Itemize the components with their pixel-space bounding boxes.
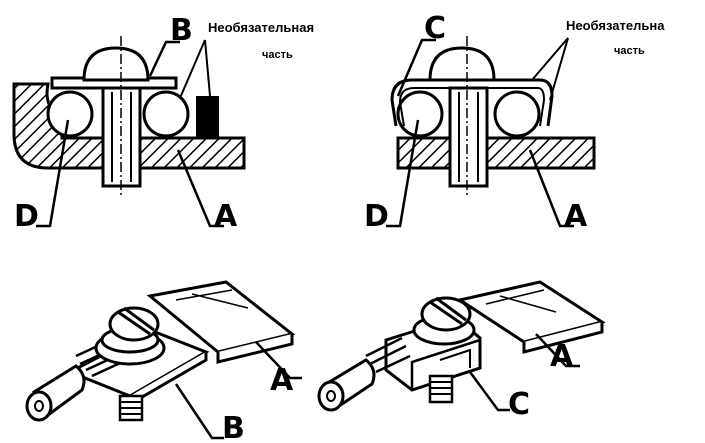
label-a: A [214, 199, 238, 234]
optional-part-note-line2: часть [614, 45, 645, 57]
label-c: C [508, 387, 530, 422]
leader-optional-2 [204, 39, 211, 97]
screw-thread [428, 374, 454, 404]
optional-part-note-line1: Необязательна [566, 18, 665, 33]
leader-a [528, 149, 574, 228]
label-a: A [550, 339, 574, 374]
section-view-with-clamp-c: C D A Необязательна часть [364, 11, 665, 234]
leader-d [386, 119, 420, 228]
base-plate-a [12, 82, 246, 170]
leader-c [396, 38, 436, 97]
label-c: C [424, 11, 446, 46]
leader-a [535, 333, 580, 368]
leader-a [176, 149, 224, 228]
leader-optional-1 [179, 39, 206, 99]
leader-optional-1 [531, 37, 569, 81]
leader-d [36, 119, 70, 228]
label-a: A [564, 199, 588, 234]
leader-b [148, 40, 180, 77]
screw-head [428, 46, 496, 82]
label-b: B [170, 13, 193, 48]
label-d: D [14, 199, 39, 234]
section-view-with-plate-b: B D A Необязательная часть [12, 13, 314, 234]
screw-thread [118, 394, 144, 422]
cable-d-left [396, 90, 444, 138]
isometric-view-with-plate-b: A B [25, 280, 302, 443]
base-plate-a [396, 136, 596, 170]
optional-part-block [196, 96, 219, 138]
cable-d-right [142, 90, 190, 138]
screw-head [82, 46, 150, 82]
leader-optional-2 [549, 37, 569, 101]
leader-c [468, 371, 510, 412]
label-d: D [364, 199, 389, 234]
label-b: B [222, 411, 245, 443]
label-a: A [270, 363, 294, 398]
cable-d-left [46, 90, 94, 138]
isometric-view-with-clamp-c: A C [317, 280, 606, 422]
optional-part-note-line2: часть [262, 49, 293, 61]
leader-a [255, 341, 302, 380]
screw-shank [448, 86, 489, 188]
leader-b [174, 383, 224, 440]
cable-braid [365, 336, 411, 374]
cable-d-right [493, 90, 541, 138]
optional-part-note-line1: Необязательная [208, 20, 314, 35]
